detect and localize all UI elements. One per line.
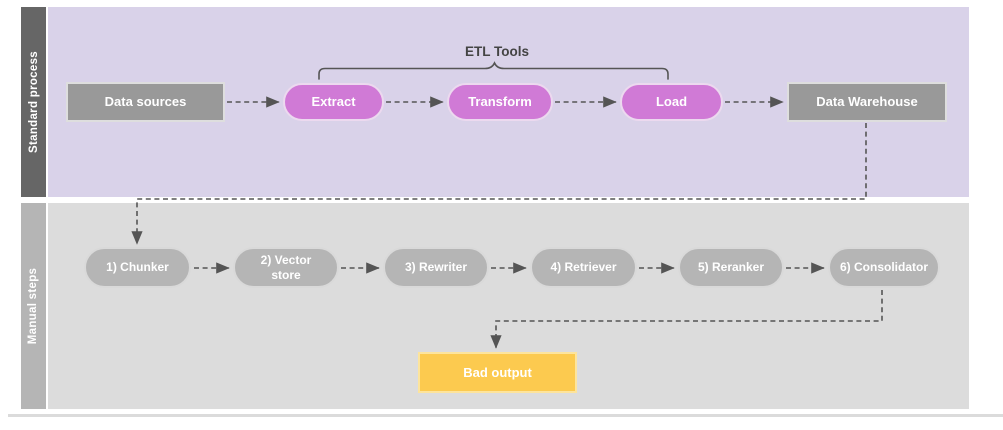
node-rewriter-label: 3) Rewriter: [404, 260, 468, 275]
node-extract: Extract: [283, 83, 384, 121]
node-bad-output: Bad output: [418, 352, 577, 393]
node-reranker: 5) Reranker: [678, 247, 784, 288]
node-data-sources-label: Data sources: [104, 94, 187, 110]
node-transform: Transform: [447, 83, 553, 121]
node-chunker-label: 1) Chunker: [106, 260, 169, 275]
node-bad-output-label: Bad output: [463, 364, 532, 380]
lane-label-standard-text: Standard process: [27, 51, 40, 153]
node-consolidator: 6) Consolidator: [828, 247, 940, 288]
bottom-divider: [8, 414, 1003, 417]
node-data-sources: Data sources: [66, 82, 225, 122]
node-retriever-label: 4) Retriever: [550, 260, 617, 275]
node-transform-label: Transform: [468, 94, 532, 110]
lane-label-standard-process: Standard process: [21, 7, 46, 197]
node-consolidator-label: 6) Consolidator: [840, 260, 929, 275]
node-data-warehouse: Data Warehouse: [787, 82, 947, 122]
etl-tools-label: ETL Tools: [465, 44, 529, 59]
node-reranker-label: 5) Reranker: [697, 260, 765, 275]
node-retriever: 4) Retriever: [530, 247, 637, 288]
node-load-label: Load: [655, 94, 688, 110]
lane-label-manual-steps: Manual steps: [21, 203, 46, 409]
node-vector-store-label: 2) Vector store: [260, 253, 312, 282]
node-data-warehouse-label: Data Warehouse: [816, 94, 918, 110]
node-load: Load: [620, 83, 723, 121]
node-rewriter: 3) Rewriter: [383, 247, 489, 288]
node-chunker: 1) Chunker: [84, 247, 191, 288]
node-extract-label: Extract: [311, 94, 356, 110]
node-vector-store: 2) Vector store: [233, 247, 339, 288]
lane-label-manual-text: Manual steps: [27, 267, 40, 345]
